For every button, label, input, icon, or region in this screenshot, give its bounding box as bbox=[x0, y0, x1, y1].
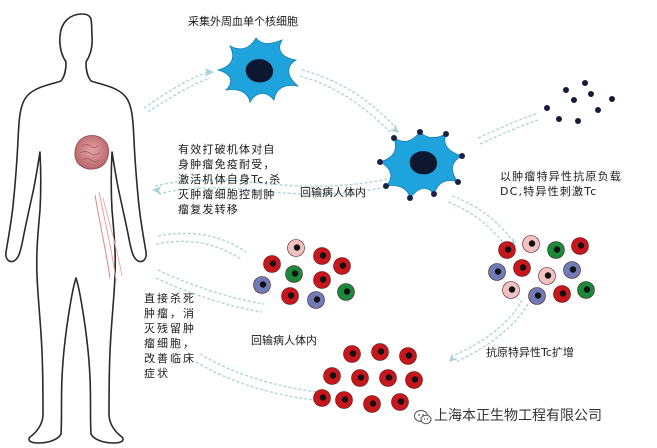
tumor-mass bbox=[75, 136, 109, 170]
nucleus bbox=[246, 59, 273, 82]
tc-cell bbox=[288, 240, 305, 257]
label-tc-expansion: 抗原特异性Tc扩增 bbox=[486, 345, 574, 360]
wechat-icon bbox=[414, 409, 432, 426]
tc-cell bbox=[286, 266, 303, 283]
tc-cell bbox=[314, 272, 331, 289]
tc-cell bbox=[489, 264, 506, 281]
watermark-company: 上海本正生物工程有限公司 bbox=[434, 409, 602, 424]
tc-cell bbox=[523, 236, 540, 253]
tc-cell bbox=[264, 256, 281, 273]
tc-cell bbox=[554, 286, 571, 303]
label-antigen-loading: 以肿瘤特异性抗原负载 DC,特异性刺激Tc bbox=[500, 169, 622, 199]
tumor-cell-cluster bbox=[314, 344, 423, 413]
tumor-cell bbox=[364, 396, 381, 413]
human-body-outline bbox=[6, 14, 146, 443]
tc-cell bbox=[572, 238, 589, 255]
blood-vessels bbox=[95, 192, 122, 280]
tc-cell bbox=[282, 288, 299, 305]
tumor-cell bbox=[406, 372, 423, 389]
dendritic-cell-top bbox=[218, 38, 298, 102]
tc-cell bbox=[503, 282, 520, 299]
t-cell-cluster-expanded bbox=[489, 236, 595, 305]
tumor-cell bbox=[344, 346, 361, 363]
tumor-cell bbox=[380, 370, 397, 387]
tc-cell bbox=[548, 242, 565, 259]
tumor-cell bbox=[392, 394, 409, 411]
nucleus bbox=[410, 151, 437, 174]
tumor-antigen-dots bbox=[544, 80, 615, 124]
tc-cell bbox=[514, 260, 531, 277]
label-collect-pbmc: 采集外周血单个核细胞 bbox=[188, 14, 298, 29]
label-reinfuse-dc: 回输病人体内 bbox=[300, 185, 366, 200]
tc-cell bbox=[314, 248, 331, 265]
tc-cell bbox=[529, 288, 546, 305]
tc-cell bbox=[338, 284, 355, 301]
t-cell-cluster-returned bbox=[254, 240, 355, 309]
flow-arrows bbox=[144, 70, 538, 400]
tc-cell bbox=[334, 258, 351, 275]
tc-cell bbox=[578, 282, 595, 299]
tc-cell bbox=[499, 242, 516, 259]
tumor-cell bbox=[352, 370, 369, 387]
tc-cell bbox=[539, 268, 556, 285]
tumor-cell bbox=[336, 392, 353, 409]
label-reinfuse-tc: 回输病人体内 bbox=[251, 333, 317, 348]
tumor-cell bbox=[372, 344, 389, 361]
tumor-cell bbox=[400, 348, 417, 365]
dendritic-cell-loaded bbox=[377, 129, 465, 201]
tumor-cell bbox=[314, 390, 331, 407]
label-immune-effect: 有效打破机体对自 身肿瘤免疫耐受， 激活机体自身Tc,杀 灭肿瘤细胞控制肿 瘤复… bbox=[178, 142, 281, 217]
tc-cell bbox=[308, 292, 325, 309]
tc-cell bbox=[564, 262, 581, 279]
tc-cell bbox=[254, 277, 271, 294]
tumor-cell bbox=[324, 368, 341, 385]
label-direct-kill: 直接杀死 肿瘤，消 灭残留肿 瘤细胞， 改善临床 症状 bbox=[144, 291, 196, 381]
